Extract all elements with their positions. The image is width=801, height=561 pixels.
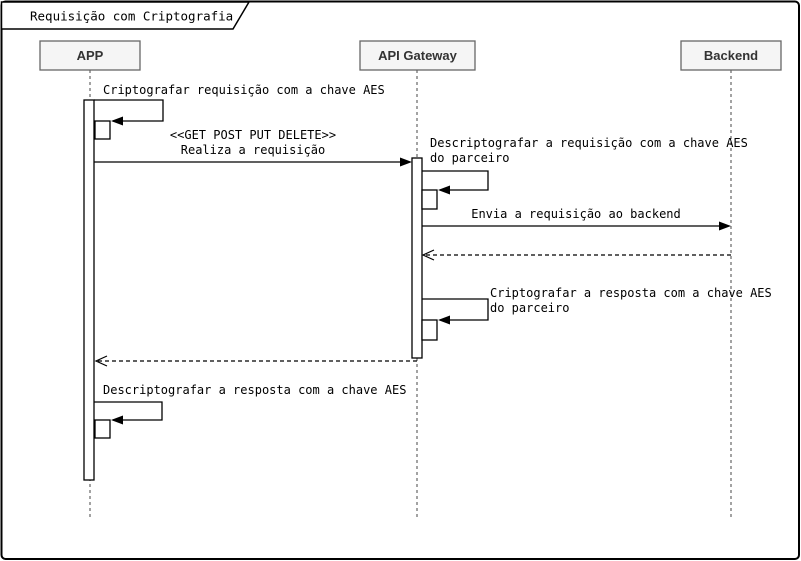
frame-title-tab: Requisição com Criptografia — [0, 1, 251, 30]
message-envia-requisicao-backend: Envia a requisição ao backend — [422, 207, 731, 231]
message-label: Realiza a requisição — [181, 143, 326, 157]
message-self-decrypt-response: Descriptografar a resposta com a chave A… — [94, 383, 406, 439]
sub-activation-gateway-2 — [421, 319, 438, 341]
message-label-line2: do parceiro — [430, 151, 509, 165]
message-label: Descriptografar a resposta com a chave A… — [103, 383, 406, 397]
open-arrowhead-left-icon — [421, 249, 435, 261]
message-return-backend-to-gateway — [421, 249, 731, 261]
message-label: Envia a requisição ao backend — [471, 207, 681, 221]
participant-app: APP — [39, 40, 141, 71]
activation-bar-api-gateway — [411, 157, 423, 359]
message-label: Criptografar requisição com a chave AES — [103, 83, 385, 97]
sub-activation-gateway-1 — [421, 189, 438, 210]
sub-activation-app-2 — [94, 419, 111, 439]
sub-activation-app-1 — [94, 120, 111, 140]
participant-api-gateway: API Gateway — [359, 40, 476, 71]
diagram-title: Requisição com Criptografia — [30, 9, 233, 24]
arrowhead-left-icon — [438, 315, 450, 325]
message-label-line2: do parceiro — [490, 301, 569, 315]
message-stereotype: <<GET POST PUT DELETE>> — [170, 128, 336, 142]
arrowhead-left-icon — [438, 185, 450, 195]
open-arrowhead-left-icon — [94, 355, 108, 367]
participant-label: APP — [77, 48, 104, 63]
message-realiza-requisicao: <<GET POST PUT DELETE>> Realiza a requis… — [94, 128, 412, 167]
participant-label: API Gateway — [378, 48, 458, 63]
participant-backend: Backend — [680, 40, 782, 71]
participant-label: Backend — [704, 48, 758, 63]
arrowhead-right-icon — [719, 221, 731, 231]
message-self-decrypt-request: Descriptografar a requisição com a chave… — [421, 136, 748, 210]
message-self-encrypt-response: Criptografar a resposta com a chave AES … — [421, 286, 772, 341]
message-label: Descriptografar a requisição com a chave… — [430, 136, 748, 150]
arrowhead-left-icon — [111, 415, 123, 425]
arrowhead-right-icon — [400, 157, 412, 167]
message-self-encrypt-request: Criptografar requisição com a chave AES — [94, 83, 385, 140]
message-label: Criptografar a resposta com a chave AES — [490, 286, 772, 300]
activation-bar-app — [83, 99, 95, 481]
message-return-gateway-to-app — [94, 355, 417, 367]
arrowhead-left-icon — [111, 116, 123, 126]
